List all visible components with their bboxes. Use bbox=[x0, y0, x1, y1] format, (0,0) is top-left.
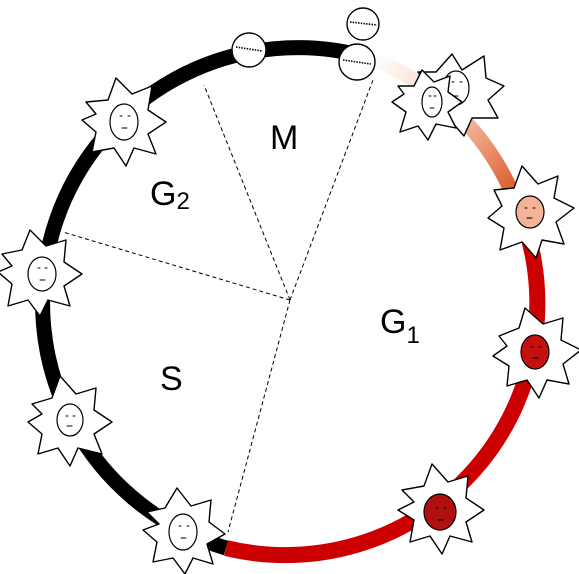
cell-g1-red bbox=[493, 308, 579, 398]
phase-label-g1: G1 bbox=[380, 303, 420, 349]
nucleus bbox=[424, 494, 456, 530]
ring-red-segment bbox=[226, 195, 537, 555]
nucleus bbox=[110, 104, 138, 140]
cell-s-g2-boundary bbox=[0, 230, 82, 316]
nucleus bbox=[57, 404, 83, 436]
dividing-cell-left bbox=[232, 33, 266, 67]
cell-s-phase bbox=[28, 376, 112, 466]
divider-s-g1 bbox=[228, 300, 290, 532]
phase-label-s: S bbox=[160, 360, 183, 398]
nucleus bbox=[28, 257, 56, 291]
cell-g1-s-boundary bbox=[143, 488, 225, 574]
divider-m-start bbox=[204, 85, 290, 300]
dividing-cell-right bbox=[339, 8, 379, 80]
nucleus bbox=[169, 514, 197, 550]
divider-m-end bbox=[290, 80, 373, 300]
divider-g2-s bbox=[63, 232, 290, 300]
nucleus bbox=[516, 196, 544, 228]
phase-labels: M G2 S G1 bbox=[150, 119, 420, 398]
phase-label-g2: G2 bbox=[150, 175, 190, 215]
phase-label-m: M bbox=[270, 119, 298, 157]
nucleus bbox=[521, 335, 549, 369]
